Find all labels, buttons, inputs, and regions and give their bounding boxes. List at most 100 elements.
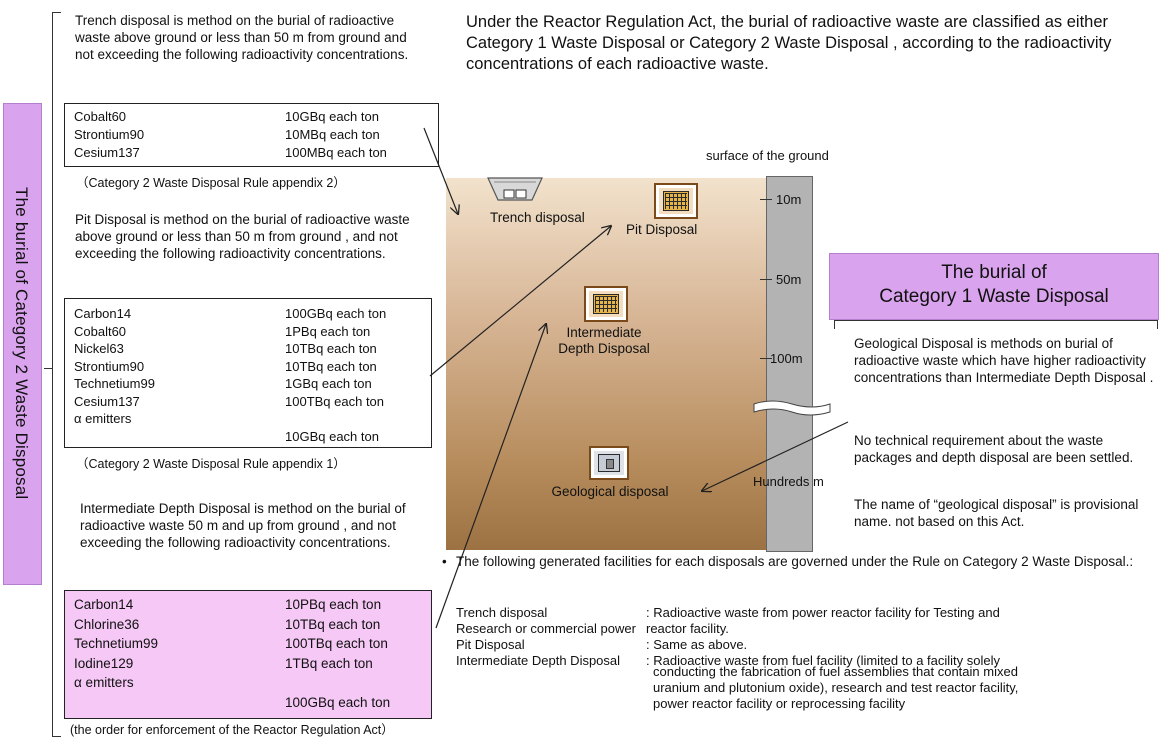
intermediate-description: Intermediate Depth Disposal is method on… [80,501,406,550]
depth-label-50m: 50m [776,272,802,287]
facility-label: Pit Disposal [456,637,525,652]
header-text: Under the Reactor Regulation Act, the bu… [466,13,1112,73]
depth-tick-100m [760,358,772,359]
nuclide-row: Cobalt60 1PBq each ton [65,324,431,340]
nuclide-name: Strontium90 [74,358,145,374]
nuclide-name: Strontium90 [74,127,145,142]
facility-continuation-line: conducting the fabrication of fuel assem… [653,664,1018,679]
nuclide-limit: 10TBq each ton [285,358,377,374]
nuclide-name: Iodine129 [74,655,134,671]
category2-title-box [3,103,42,585]
nuclide-limit: 10PBq each ton [285,597,382,612]
nuclide-limit: 100GBq each ton [285,306,387,321]
nuclide-name: α emitters [74,675,134,690]
arrow-pit [429,226,611,377]
pit-note: （Category 2 Waste Disposal Rule appendix… [76,457,346,471]
depth-tick-10m [760,199,772,200]
nuclide-name: Cesium137 [74,145,140,160]
facility-text: : Same as above. [646,637,748,652]
nuclide-name: Technetium99 [74,636,159,651]
nuclide-limit: 10GBq each ton [285,428,379,444]
nuclide-row: 100GBq each ton [65,694,431,712]
depth-label-100m: 100m [770,351,803,366]
nuclide-limit: 100TBq each ton [285,636,388,651]
category1-title-line1: The burial of [941,262,1047,283]
pit-disposal-label: Pit Disposal [626,222,698,237]
nuclide-limit: 100MBq each ton [285,145,387,160]
surface-label: surface of the ground [706,148,829,163]
nuclide-limit: 10TBq each ton [285,616,381,632]
arrow-geological [702,421,849,491]
nuclide-name: Carbon14 [74,597,134,612]
geological-package-icon [589,446,629,480]
nuclide-row: Nickel63 10TBq each ton [65,341,431,357]
nuclide-name: Cobalt60 [74,109,127,124]
left-bracket [52,12,61,737]
nuclide-limit: 1GBq each ton [285,376,372,391]
right-bracket [834,320,1158,329]
facility-text: reactor facility. [646,621,729,636]
nuclide-row: Cesium137 100MBq each ton [65,145,438,161]
facility-text: : Radioactive waste from power reactor f… [646,605,1000,620]
scale-break-mark [753,400,831,416]
geological-description: Geological Disposal is methods on burial… [854,336,1154,385]
nuclide-name: Chlorine36 [74,616,140,632]
trench-disposal-label: Trench disposal [490,210,585,225]
nuclide-name: Cobalt60 [74,323,127,339]
facility-label: Intermediate Depth Disposal [456,653,621,668]
facility-continuation-line: power reactor facility or reprocessing f… [653,696,906,711]
nuclide-name: Cesium137 [74,393,140,409]
nuclide-row: Technetium99 100TBq each ton [65,635,431,653]
nuclide-row: Strontium90 10MBq each ton [65,127,438,143]
nuclide-limit: 100GBq each ton [285,694,391,710]
nuclide-limit: 100TBq each ton [285,393,385,409]
geological-disposal-label: Geological disposal [551,484,669,499]
provisional-name-note: The name of “geological disposal” is pro… [854,497,1139,529]
category1-title: The burial of Category 1 Waste Disposal [829,261,1159,309]
nuclide-row: Strontium90 10TBq each ton [65,359,431,375]
no-technical-requirement: No technical requirement about the waste… [854,433,1134,465]
nuclide-limit: 1PBq each ton [285,323,371,339]
ground-cross-section [446,178,766,550]
nuclide-limit: 10MBq each ton [285,127,380,142]
category1-title-box [829,253,1159,320]
depth-label-hundreds: Hundreds m [753,474,824,489]
nuclide-row: Chlorine36 10TBq each ton [65,616,431,634]
nuclide-limit: 10TBq each ton [285,341,377,356]
nuclide-row: Cobalt60 10GBq each ton [65,109,438,125]
pit-package-icon [654,183,698,219]
nuclide-name: Nickel63 [74,341,124,356]
nuclide-row: Iodine129 1TBq each ton [65,655,431,673]
depth-scale [766,176,813,552]
intermediate-package-icon [584,286,628,322]
trench-description: Trench disposal is method on the burial … [75,13,409,62]
facility-label: Research or commercial power [456,621,636,636]
nuclide-limit: 10GBq each ton [285,109,379,124]
trench-note: （Category 2 Waste Disposal Rule appendix… [76,176,346,190]
nuclide-row: Carbon14 10PBq each ton [65,596,431,614]
facility-label: Trench disposal [456,605,548,620]
nuclide-limit: 1TBq each ton [285,655,373,671]
nuclide-row: α emitters [65,411,431,427]
nuclide-name: Carbon14 [74,306,132,321]
facility-text: : Radioactive waste from fuel facility (… [646,653,1001,668]
facility-continuation-line: uranium and plutonium oxide), research a… [653,680,1019,695]
nuclide-name: α emitters [74,411,132,426]
intermediate-note: (the order for enforcement of the Reacto… [70,723,394,737]
arrow-intermediate [435,324,546,629]
category2-title: The burial of Category 2 Waste Disposal [12,186,31,500]
nuclide-row: Carbon14 100GBq each ton [65,306,431,322]
intermediate-disposal-label: Intermediate Depth Disposal [558,325,650,356]
trench-icon [487,177,543,201]
depth-tick-50m [760,279,772,280]
arrow-trench [423,127,458,214]
bracket-tick [44,368,53,369]
nuclide-row: Cesium137 100TBq each ton [65,394,431,410]
nuclide-row: α emitters [65,674,431,692]
nuclide-row: 10GBq each ton [65,429,431,445]
